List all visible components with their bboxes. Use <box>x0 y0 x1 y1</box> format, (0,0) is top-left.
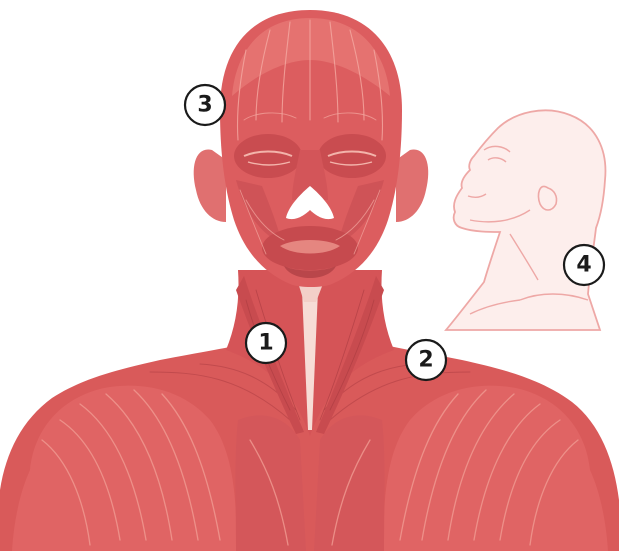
marker-4-label: 4 <box>576 253 591 278</box>
ear-left <box>194 149 226 222</box>
profile-silhouette <box>446 110 605 330</box>
head <box>194 10 429 287</box>
marker-2-label: 2 <box>418 348 433 373</box>
marker-3-label: 3 <box>197 93 212 118</box>
marker-4: 4 <box>564 245 604 285</box>
ear-right <box>396 149 428 222</box>
marker-3: 3 <box>185 85 225 125</box>
marker-2: 2 <box>406 340 446 380</box>
profile-head-outline <box>446 110 605 330</box>
marker-1: 1 <box>246 323 286 363</box>
marker-1-label: 1 <box>258 331 273 356</box>
